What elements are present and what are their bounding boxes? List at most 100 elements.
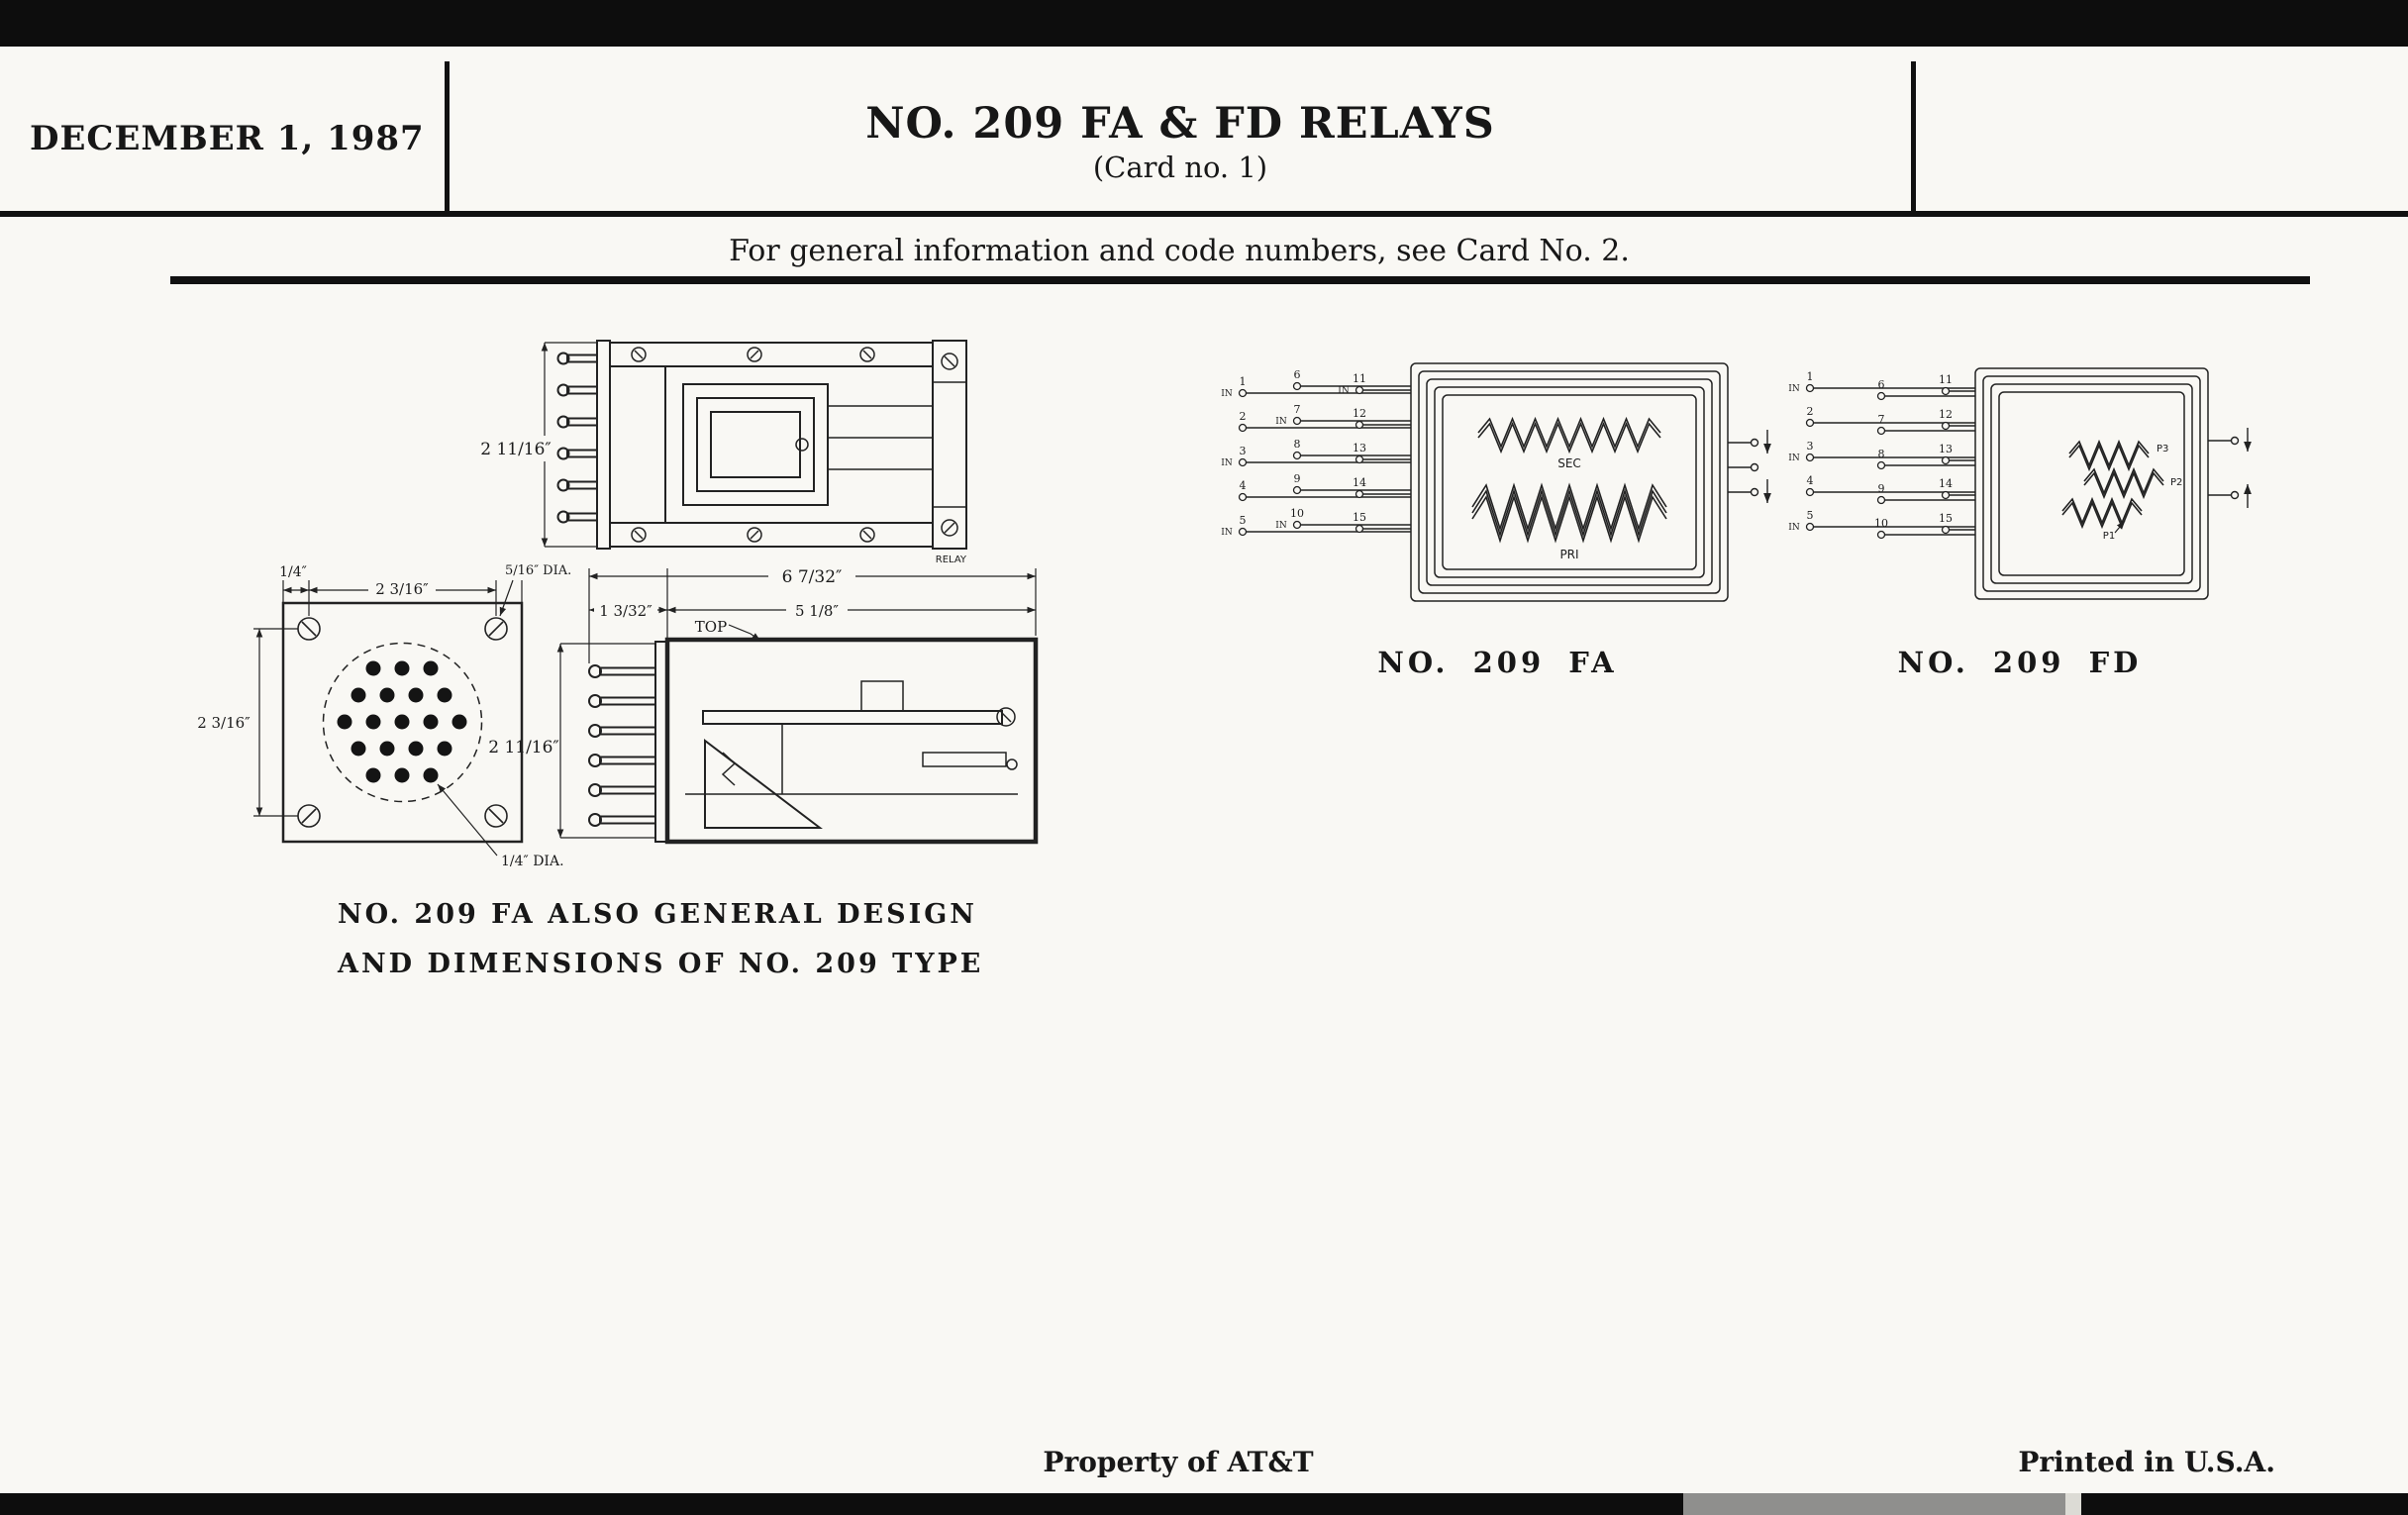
footer-printed: Printed in U.S.A.: [2018, 1446, 2275, 1478]
info-rule: [170, 276, 2310, 284]
svg-text:3: 3: [1807, 440, 1814, 453]
fa-outputs: [1728, 430, 1771, 503]
bottom-view: [281, 601, 524, 844]
svg-text:6 7/32″: 6 7/32″: [782, 567, 843, 587]
relay-label: RELAY: [936, 555, 967, 565]
svg-text:IN: IN: [1788, 454, 1800, 463]
fa-terminal-numbers: 1 2 3 4 5 6 7 8 9 10 11 12 13 14 15: [1240, 368, 1367, 527]
header-divider-right: [1911, 61, 1916, 212]
svg-text:5/16″ DIA.: 5/16″ DIA.: [505, 563, 571, 578]
svg-text:15: 15: [1353, 511, 1366, 524]
top-black-bar: [0, 0, 2408, 47]
svg-text:1: 1: [1240, 375, 1247, 388]
svg-text:5 1/8″: 5 1/8″: [795, 602, 839, 620]
fa-sec-coil: [1477, 416, 1661, 454]
svg-text:1/4″: 1/4″: [279, 564, 307, 580]
svg-text:15: 15: [1939, 512, 1953, 525]
pin-grid: [337, 660, 467, 783]
svg-text:2 3/16″: 2 3/16″: [375, 580, 429, 598]
svg-text:1/4″ DIA.: 1/4″ DIA.: [501, 854, 564, 869]
fa-wires: [1246, 385, 1411, 533]
fd-p1-label: P1: [2103, 531, 2115, 542]
svg-text:9: 9: [1878, 482, 1885, 495]
svg-text:2 11/16″: 2 11/16″: [480, 440, 552, 459]
drawing-caption-line2: AND DIMENSIONS OF NO. 209 TYPE: [338, 949, 984, 979]
svg-text:8: 8: [1294, 438, 1301, 451]
svg-text:10: 10: [1874, 517, 1888, 530]
bottom-bar-gray-segment: [1683, 1493, 2065, 1515]
svg-text:2: 2: [1240, 410, 1247, 423]
svg-text:1 3/32″: 1 3/32″: [599, 602, 652, 620]
fd-p2-coil: [2083, 466, 2164, 500]
header-rule: [0, 211, 2408, 217]
fa-pri-coil: [1471, 482, 1667, 544]
svg-text:IN: IN: [1275, 521, 1287, 531]
svg-text:IN: IN: [1788, 523, 1800, 533]
svg-text:IN: IN: [1275, 417, 1287, 427]
bottom-bar-notch: [2065, 1493, 2081, 1515]
title-block: NO. 209 FA & FD RELAYS (Card no. 1): [450, 99, 1911, 184]
svg-text:8: 8: [1878, 448, 1885, 460]
fa-terminals: [1238, 381, 1364, 537]
dim-lower-view: 6 7/32″ 1 3/32″ 5 1/8″ TOP 2 11/16″: [488, 564, 1037, 839]
svg-text:6: 6: [1878, 378, 1885, 391]
fa-pri-label: PRI: [1559, 548, 1578, 561]
svg-text:2 3/16″: 2 3/16″: [197, 714, 251, 732]
dim-bottom-view: 1/4″ 2 3/16″ 5/16″ DIA. 2 3/16″ 1/4″ DIA…: [197, 563, 571, 869]
svg-text:IN: IN: [1221, 528, 1233, 538]
fd-winding-loops: [1974, 367, 2209, 600]
fd-terminals: [1805, 383, 1951, 540]
svg-text:7: 7: [1294, 403, 1301, 416]
svg-text:IN: IN: [1338, 386, 1350, 396]
svg-text:7: 7: [1878, 413, 1885, 426]
issue-date: DECEMBER 1, 1987: [30, 119, 425, 158]
svg-text:IN: IN: [1788, 384, 1800, 394]
fd-terminal-numbers: 1 2 3 4 5 6 7 8 9 10 11 12 13 14 15: [1807, 370, 1954, 530]
dim-upper-height: 2 11/16″: [480, 342, 597, 548]
fd-in-labels: IN IN IN: [1788, 384, 1800, 533]
bottom-black-bar: [0, 1493, 2408, 1515]
svg-text:1: 1: [1807, 370, 1814, 383]
fa-sec-label: SEC: [1557, 456, 1581, 470]
svg-text:12: 12: [1353, 407, 1366, 420]
fa-schematic: SEC PRI 1 2 3 4 5 6 7 8 9 10 11 12 13 14…: [1221, 362, 1771, 602]
info-line: For general information and code numbers…: [729, 234, 1630, 268]
fd-p1-coil: [2061, 496, 2143, 530]
header-divider-left: [445, 61, 450, 212]
svg-text:9: 9: [1294, 472, 1301, 485]
svg-text:13: 13: [1353, 442, 1366, 454]
svg-text:5: 5: [1807, 509, 1814, 522]
svg-text:2 11/16″: 2 11/16″: [488, 738, 559, 758]
fd-caption: NO. 209 FD: [1897, 646, 2143, 679]
svg-text:10: 10: [1290, 507, 1304, 520]
fd-p3-coil: [2068, 439, 2150, 472]
drawing-caption-line1: NO. 209 FA ALSO GENERAL DESIGN: [338, 899, 977, 930]
svg-text:IN: IN: [1221, 389, 1233, 399]
svg-text:14: 14: [1939, 477, 1953, 490]
lower-side-view: [588, 637, 1039, 845]
top-label: TOP: [695, 618, 727, 636]
svg-text:2: 2: [1807, 405, 1814, 418]
svg-text:6: 6: [1294, 368, 1301, 381]
svg-text:IN: IN: [1221, 458, 1233, 468]
svg-text:13: 13: [1939, 443, 1953, 455]
mechanical-drawing: RELAY 2 11/16″ 6: [197, 340, 1039, 869]
svg-text:12: 12: [1939, 408, 1953, 421]
page-title: NO. 209 FA & FD RELAYS: [865, 99, 1495, 149]
svg-text:14: 14: [1353, 476, 1366, 489]
svg-text:11: 11: [1353, 372, 1366, 385]
svg-text:3: 3: [1240, 445, 1247, 457]
footer-property: Property of AT&T: [1043, 1446, 1314, 1478]
svg-text:4: 4: [1240, 479, 1247, 492]
card-number: (Card no. 1): [1092, 151, 1268, 184]
svg-text:11: 11: [1939, 373, 1953, 386]
drawing-caption: NO. 209 FA ALSO GENERAL DESIGN AND DIMEN…: [338, 890, 1031, 989]
fd-p3-label: P3: [2157, 444, 2168, 454]
fd-outputs: [2208, 428, 2252, 508]
fa-caption: NO. 209 FA: [1377, 646, 1618, 679]
fa-in-labels: IN IN IN IN IN IN: [1221, 386, 1350, 538]
fa-winding-loops: [1410, 362, 1729, 602]
svg-text:4: 4: [1807, 474, 1814, 487]
upper-side-view: RELAY: [556, 340, 967, 565]
